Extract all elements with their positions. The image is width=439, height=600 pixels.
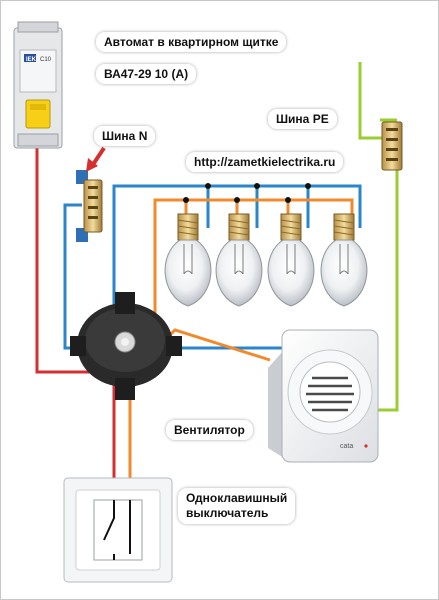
breaker-rating: C10: [40, 57, 52, 63]
wire-junctions: [183, 183, 311, 203]
phase-wire: [35, 120, 116, 500]
arrow-icon: [86, 146, 106, 172]
url-label: http://zametkielectrika.ru: [186, 152, 344, 172]
exhaust-fan-icon: cata: [268, 329, 379, 463]
switch-label: Одноклавишный выключатель: [178, 488, 296, 524]
switch-label-line1: Одноклавишный: [186, 491, 288, 505]
pe-bus-icon: [381, 121, 403, 171]
bus-pe-label: Шина PE: [268, 109, 337, 129]
light-bulb-icon: [320, 213, 368, 307]
breaker-label: Автомат в квартирном щитке: [96, 32, 287, 52]
breaker-brand: IEK: [26, 57, 37, 63]
bus-n-label: Шина N: [94, 126, 156, 146]
breaker-model-label: ВА47-29 10 (А): [96, 64, 197, 84]
circuit-breaker-icon: IEK C10: [13, 21, 63, 149]
light-bulb-icon: [164, 213, 212, 307]
wall-switch-icon: [63, 477, 173, 583]
light-bulb-icon: [215, 213, 263, 307]
switch-label-line2: выключатель: [186, 506, 269, 520]
light-bulb-icon: [267, 213, 315, 307]
fan-brand: cata: [340, 443, 353, 450]
junction-box-icon: [70, 292, 182, 400]
fan-label: Вентилятор: [166, 420, 253, 440]
neutral-bus-icon: [76, 170, 103, 242]
